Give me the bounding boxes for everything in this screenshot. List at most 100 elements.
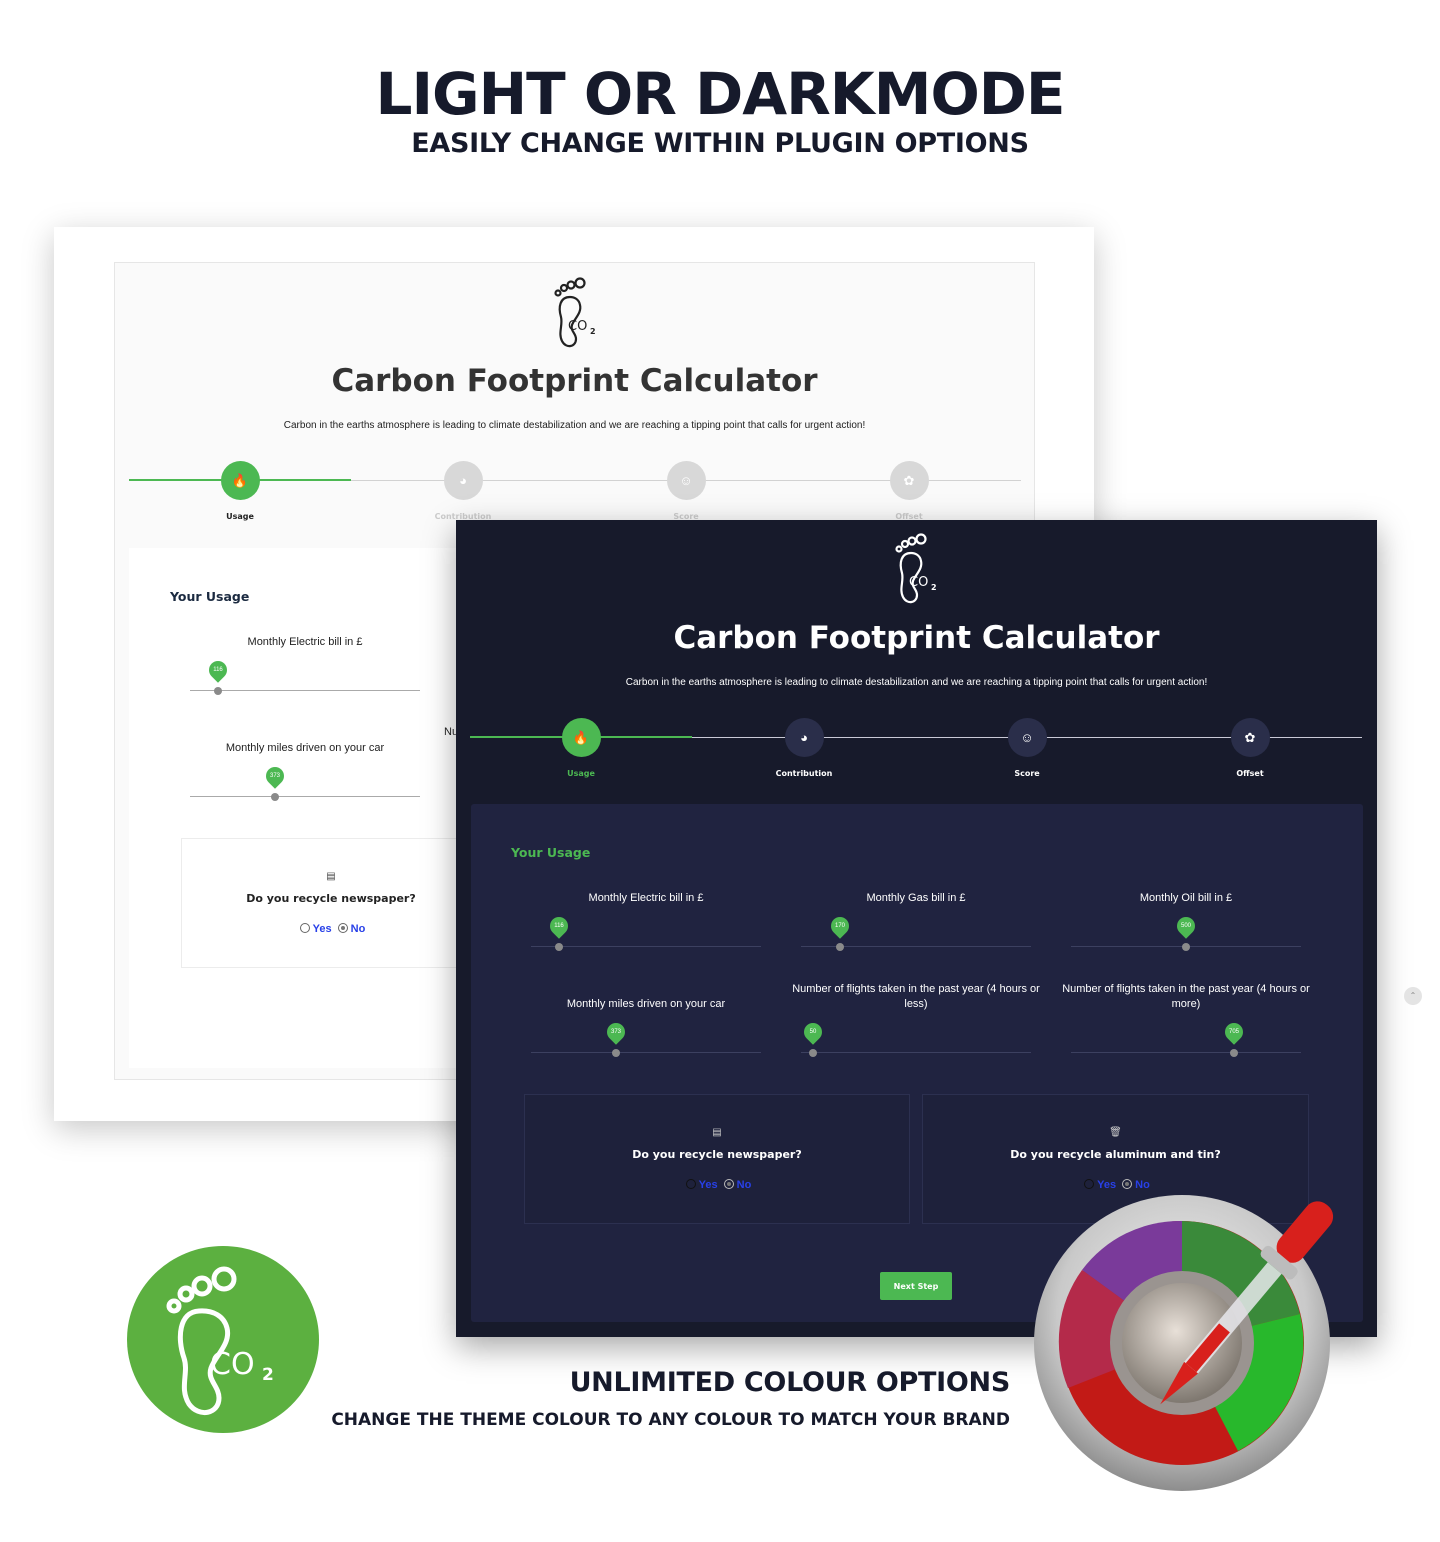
slider-handle[interactable] xyxy=(1182,943,1190,951)
step-score[interactable]: ☺ Score xyxy=(967,718,1087,778)
radio-yes-label[interactable]: Yes xyxy=(1097,1179,1117,1191)
recycle-question: Do you recycle newspaper? xyxy=(246,892,416,905)
slider-value-pin: 116 xyxy=(204,657,231,683)
step-label: Contribution xyxy=(775,769,833,778)
footprint-logo-icon: CO 2 xyxy=(554,277,596,348)
slider-handle[interactable] xyxy=(808,1049,817,1057)
hero-title: LIGHT OR DARKMODE xyxy=(375,60,1065,128)
radio-yes[interactable] xyxy=(1084,1179,1095,1189)
slider-value-pin: 500 xyxy=(1173,913,1199,939)
trash-icon: 🗑 xyxy=(1109,1127,1122,1138)
slider-value-pin: 170 xyxy=(827,913,853,939)
slider-value: 50 xyxy=(809,1029,816,1035)
slider-handle[interactable] xyxy=(1230,1049,1239,1057)
leaf-icon: ✿ xyxy=(1230,718,1270,757)
slider-track[interactable] xyxy=(190,796,420,797)
hero-subtitle: EASILY CHANGE WITHIN PLUGIN OPTIONS xyxy=(411,128,1029,159)
slider-value: 500 xyxy=(1180,923,1191,929)
step-usage[interactable]: 🔥 Usage xyxy=(180,461,300,521)
slider-track[interactable] xyxy=(531,1052,761,1053)
slider-value-pin: 373 xyxy=(262,763,288,789)
radio-yes-label[interactable]: Yes xyxy=(698,1179,718,1191)
step-label: Contribution xyxy=(434,512,492,521)
step-track xyxy=(470,737,1362,738)
slider-track[interactable] xyxy=(531,946,761,947)
radio-no-label[interactable]: No xyxy=(736,1179,752,1191)
color-picker-icon xyxy=(1034,1195,1334,1491)
slider-value: 170 xyxy=(835,923,846,929)
pie-chart-icon: ◕ xyxy=(443,461,483,500)
usage-title: Your Usage xyxy=(170,589,250,604)
slider-label: Number of flights taken in the past year… xyxy=(1062,983,1310,1010)
slider-label: Monthly Electric bill in £ xyxy=(247,636,363,648)
radio-no-label[interactable]: No xyxy=(350,923,366,935)
colour-options-subtitle: CHANGE THE THEME COLOUR TO ANY COLOUR TO… xyxy=(331,1410,1010,1430)
calculator-title: Carbon Footprint Calculator xyxy=(673,620,1160,656)
calculator-title: Carbon Footprint Calculator xyxy=(331,363,818,399)
step-label: Usage xyxy=(567,769,595,778)
colour-options-title: UNLIMITED COLOUR OPTIONS xyxy=(569,1367,1011,1398)
step-track xyxy=(129,480,1021,481)
slider-handle[interactable] xyxy=(836,943,845,951)
step-offset[interactable]: ✿ Offset xyxy=(849,461,969,521)
radio-no[interactable] xyxy=(723,1179,734,1189)
smiley-icon: ☺ xyxy=(1007,718,1047,757)
slider-handle[interactable] xyxy=(554,943,563,951)
slider-label: Monthly miles driven on your car xyxy=(225,742,385,754)
recycle-question: Do you recycle newspaper? xyxy=(632,1148,802,1161)
usage-title: Your Usage xyxy=(511,845,591,860)
slider-track[interactable] xyxy=(801,946,1031,947)
slider-label: Number of flights taken in the past year… xyxy=(792,983,1040,1010)
slider-value-pin: 116 xyxy=(545,913,572,939)
pie-chart-icon: ◕ xyxy=(784,718,824,757)
slider-value-pin: 373 xyxy=(603,1019,629,1045)
slider-handle[interactable] xyxy=(612,1049,621,1057)
svg-text:CO: CO xyxy=(909,575,928,590)
svg-text:2: 2 xyxy=(931,583,937,592)
partial-slider-label: Nu xyxy=(444,726,459,738)
flame-icon: 🔥 xyxy=(561,718,601,757)
step-contribution[interactable]: ◕ Contribution xyxy=(403,461,523,521)
recycle-newspaper-card: ▤ Do you recycle newspaper? Yes No xyxy=(524,1094,910,1224)
step-label: Offset xyxy=(895,512,923,521)
co2-badge: CO 2 xyxy=(127,1246,319,1433)
radio-no[interactable] xyxy=(1122,1179,1133,1189)
step-progress: 🔥 Usage ◕ Contribution ☺ Score ✿ Offset xyxy=(470,718,1362,778)
scroll-top-button[interactable]: ⌃ xyxy=(1404,987,1422,1005)
recycle-aluminum-card: 🗑 Do you recycle aluminum and tin? Yes N… xyxy=(922,1094,1309,1224)
footprint-logo-icon: CO 2 xyxy=(895,533,937,604)
svg-text:2: 2 xyxy=(590,327,596,336)
slider-handle[interactable] xyxy=(271,793,280,801)
recycle-question: Do you recycle aluminum and tin? xyxy=(1010,1148,1221,1161)
slider-track[interactable] xyxy=(801,1052,1031,1053)
svg-text:CO: CO xyxy=(210,1347,255,1382)
radio-yes[interactable] xyxy=(299,923,310,933)
radio-no[interactable] xyxy=(337,923,348,933)
recycle-radio-group: Yes No xyxy=(923,1179,1308,1191)
step-offset[interactable]: ✿ Offset xyxy=(1190,718,1310,778)
step-label: Offset xyxy=(1236,769,1264,778)
next-step-button[interactable]: Next Step xyxy=(880,1272,952,1300)
recycle-radio-group: Yes No xyxy=(182,923,480,935)
calculator-description: Carbon in the earths atmosphere is leadi… xyxy=(625,677,1208,688)
slider-value: 705 xyxy=(1229,1029,1240,1035)
step-progress: 🔥 Usage ◕ Contribution ☺ Score ✿ Offset xyxy=(129,461,1021,521)
slider-label: Monthly Electric bill in £ xyxy=(588,892,704,904)
newspaper-icon: ▤ xyxy=(712,1127,722,1138)
leaf-icon: ✿ xyxy=(889,461,929,500)
slider-value: 116 xyxy=(553,923,564,929)
slider-handle[interactable] xyxy=(213,687,222,695)
step-score[interactable]: ☺ Score xyxy=(626,461,746,521)
calculator-description: Carbon in the earths atmosphere is leadi… xyxy=(283,420,866,431)
slider-value: 373 xyxy=(611,1029,622,1035)
slider-track[interactable] xyxy=(1071,1052,1301,1053)
radio-yes[interactable] xyxy=(685,1179,696,1189)
step-usage[interactable]: 🔥 Usage xyxy=(521,718,641,778)
footprint-logo-icon: CO 2 xyxy=(166,1266,274,1415)
step-contribution[interactable]: ◕ Contribution xyxy=(744,718,864,778)
slider-track[interactable] xyxy=(190,690,420,691)
radio-yes-label[interactable]: Yes xyxy=(312,923,332,935)
step-label: Usage xyxy=(226,512,254,521)
svg-text:2: 2 xyxy=(262,1365,274,1385)
radio-no-label[interactable]: No xyxy=(1135,1179,1150,1191)
